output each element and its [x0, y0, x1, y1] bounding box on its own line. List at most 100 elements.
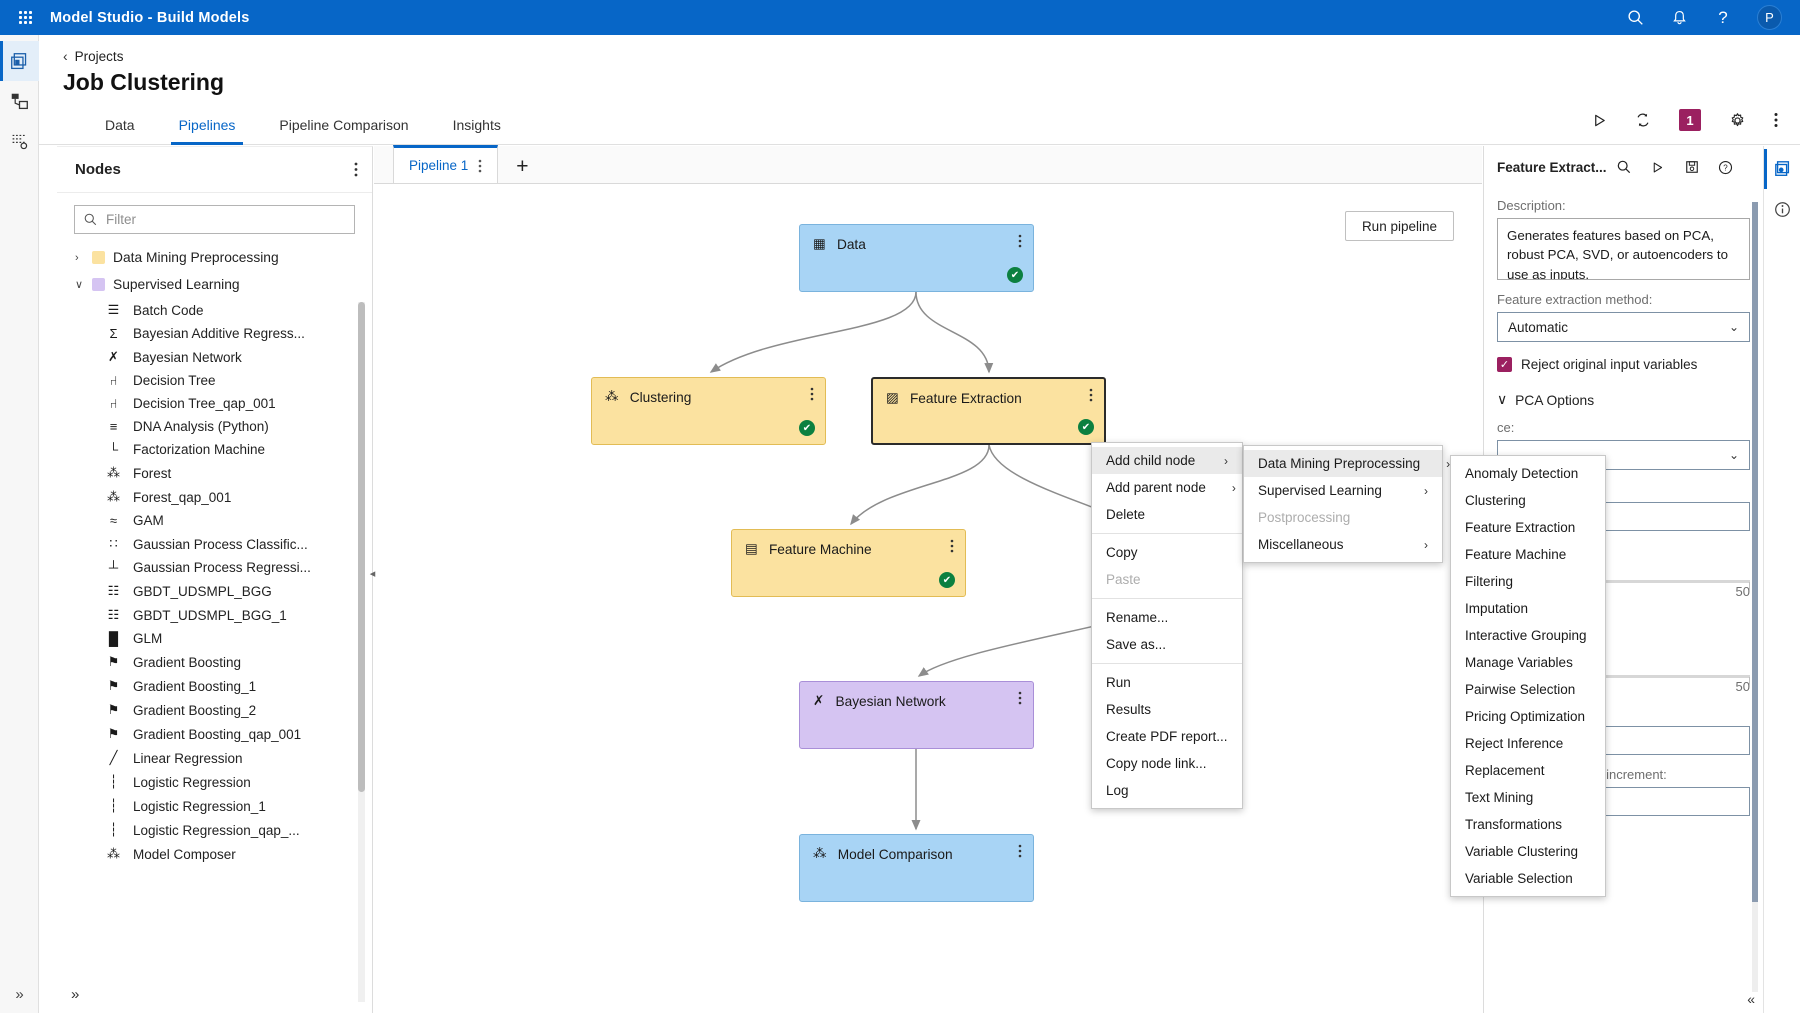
search-icon[interactable]	[1625, 8, 1645, 28]
kebab-menu-icon[interactable]	[1018, 844, 1022, 858]
menu-item-interactive-grouping[interactable]: Interactive Grouping	[1451, 622, 1605, 649]
menu-item-pairwise-selection[interactable]: Pairwise Selection	[1451, 676, 1605, 703]
kebab-menu-icon[interactable]	[1018, 691, 1022, 705]
pipeline-node[interactable]: ▨Feature Extraction✔	[871, 377, 1106, 445]
menu-item-imputation[interactable]: Imputation	[1451, 595, 1605, 622]
add-child-node-submenu[interactable]: Data Mining Preprocessing›Supervised Lea…	[1243, 445, 1450, 563]
rail-item-data[interactable]	[0, 121, 39, 161]
tree-group-supervised-learning[interactable]: ∨ Supervised Learning	[57, 271, 372, 298]
properties-collapse-button[interactable]: «	[1747, 991, 1755, 1007]
kebab-menu-icon[interactable]	[1018, 234, 1022, 248]
menu-item-miscellaneous[interactable]: Miscellaneous›	[1244, 531, 1442, 558]
node-list-item[interactable]: ≡DNA Analysis (Python)	[57, 415, 372, 438]
node-list-item[interactable]: ⁂Forest_qap_001	[57, 485, 372, 509]
tab-data[interactable]: Data	[105, 117, 135, 133]
kebab-menu-icon[interactable]	[950, 539, 954, 553]
play-icon[interactable]	[1641, 161, 1675, 174]
breadcrumb[interactable]: ‹ Projects	[63, 48, 123, 64]
node-list-item[interactable]: █GLM	[57, 627, 372, 650]
tab-pipeline-comparison[interactable]: Pipeline Comparison	[279, 117, 409, 133]
menu-item-delete[interactable]: Delete	[1092, 501, 1242, 528]
panel-resize-handle[interactable]: ◂	[369, 567, 376, 580]
filter-input[interactable]	[106, 212, 345, 227]
bell-icon[interactable]	[1669, 8, 1689, 28]
node-list-item[interactable]: ╱Linear Regression	[57, 746, 372, 770]
question-icon[interactable]: ?	[1718, 7, 1728, 27]
status-badge[interactable]: 1	[1679, 109, 1701, 131]
node-list-item[interactable]: ┆Logistic Regression_qap_...	[57, 818, 372, 842]
feature-extraction-method-select[interactable]: Automatic ⌄	[1497, 312, 1750, 342]
node-list-item[interactable]: ⑁Decision Tree	[57, 369, 372, 392]
rail-item-projects[interactable]	[0, 41, 39, 81]
node-list-item[interactable]: ┆Logistic Regression_1	[57, 794, 372, 818]
menu-item-manage-variables[interactable]: Manage Variables	[1451, 649, 1605, 676]
avatar[interactable]: P	[1757, 5, 1782, 30]
node-list-item[interactable]: ⑁Decision Tree_qap_001	[57, 392, 372, 415]
node-list-item[interactable]: ⚑Gradient Boosting_qap_001	[57, 722, 372, 746]
pipeline-node[interactable]: ⁂Clustering✔	[591, 377, 826, 445]
node-list-item[interactable]: ⁂Model Composer	[57, 842, 372, 866]
slider-2[interactable]: 50	[1497, 667, 1750, 694]
menu-item-feature-extraction[interactable]: Feature Extraction	[1451, 514, 1605, 541]
menu-item-text-mining[interactable]: Text Mining	[1451, 784, 1605, 811]
node-list-item[interactable]: ☰Batch Code	[57, 298, 372, 322]
kebab-menu-icon[interactable]	[478, 159, 482, 173]
pipeline-node[interactable]: ▦Data✔	[799, 224, 1034, 292]
pipeline-node[interactable]: ▤Feature Machine✔	[731, 529, 966, 597]
pipeline-node[interactable]: ✗Bayesian Network	[799, 681, 1034, 749]
menu-item-create-pdf-report[interactable]: Create PDF report...	[1092, 723, 1242, 750]
menu-item-replacement[interactable]: Replacement	[1451, 757, 1605, 784]
node-list-item[interactable]: ⚑Gradient Boosting	[57, 650, 372, 674]
rail-expand-button[interactable]: »	[15, 986, 24, 1003]
properties-scrollbar-thumb[interactable]	[1752, 202, 1758, 902]
node-list-item[interactable]: └Factorization Machine	[57, 438, 372, 461]
node-list-item[interactable]: ☷GBDT_UDSMPL_BGG_1	[57, 603, 372, 627]
search-icon[interactable]	[1607, 160, 1641, 174]
rail-item-pipelines[interactable]	[0, 81, 39, 121]
node-list-item[interactable]: ⚑Gradient Boosting_2	[57, 698, 372, 722]
menu-item-variable-selection[interactable]: Variable Selection	[1451, 865, 1605, 892]
reject-original-input-variables-checkbox[interactable]: ✓ Reject original input variables	[1497, 357, 1750, 372]
menu-item-save-as[interactable]: Save as...	[1092, 631, 1242, 658]
nodes-panel-collapse-button[interactable]: »	[71, 985, 80, 1003]
menu-item-rename[interactable]: Rename...	[1092, 604, 1242, 631]
menu-item-data-mining-preprocessing[interactable]: Data Mining Preprocessing›	[1244, 450, 1450, 477]
menu-item-run[interactable]: Run	[1092, 669, 1242, 696]
question-icon[interactable]: ?	[1709, 160, 1743, 175]
tab-pipelines[interactable]: Pipelines	[157, 117, 258, 145]
menu-item-filtering[interactable]: Filtering	[1451, 568, 1605, 595]
info-icon[interactable]	[1764, 189, 1800, 229]
slider-1[interactable]: 50	[1497, 572, 1750, 599]
tree-group-data-mining-preprocessing[interactable]: › Data Mining Preprocessing	[57, 244, 372, 271]
node-list-item[interactable]: ⁂Forest	[57, 461, 372, 485]
pipeline-node[interactable]: ⁂Model Comparison	[799, 834, 1034, 902]
menu-item-transformations[interactable]: Transformations	[1451, 811, 1605, 838]
run-pipeline-button[interactable]: Run pipeline	[1344, 211, 1454, 241]
filter-box[interactable]	[74, 205, 355, 234]
node-list-item[interactable]: ∷Gaussian Process Classific...	[57, 532, 372, 556]
node-list-item[interactable]: ⚑Gradient Boosting_1	[57, 674, 372, 698]
kebab-menu-icon[interactable]	[1089, 388, 1093, 402]
node-properties-icon[interactable]	[1764, 149, 1800, 189]
node-list-item[interactable]: ┆Logistic Regression	[57, 770, 372, 794]
menu-item-variable-clustering[interactable]: Variable Clustering	[1451, 838, 1605, 865]
kebab-menu-icon[interactable]	[1774, 112, 1778, 128]
refresh-icon[interactable]	[1635, 112, 1651, 128]
pipeline-canvas[interactable]: Run pipeline ▦Data✔ ⁂Clustering✔ ▨Feature …	[374, 184, 1482, 1013]
menu-item-pricing-optimization[interactable]: Pricing Optimization	[1451, 703, 1605, 730]
kebab-menu-icon[interactable]	[810, 387, 814, 401]
menu-item-add-parent-node[interactable]: Add parent node›	[1092, 474, 1242, 501]
node-list-item[interactable]: ≈GAM	[57, 509, 372, 532]
menu-item-add-child-node[interactable]: Add child node›	[1092, 447, 1242, 474]
tab-insights[interactable]: Insights	[452, 117, 501, 133]
menu-item-reject-inference[interactable]: Reject Inference	[1451, 730, 1605, 757]
menu-item-results[interactable]: Results	[1092, 696, 1242, 723]
menu-item-supervised-learning[interactable]: Supervised Learning›	[1244, 477, 1442, 504]
play-icon[interactable]	[1592, 113, 1607, 128]
add-pipeline-button[interactable]: +	[516, 155, 529, 178]
tab-pipeline-1[interactable]: Pipeline 1	[393, 145, 499, 183]
menu-item-copy-node-link[interactable]: Copy node link...	[1092, 750, 1242, 777]
